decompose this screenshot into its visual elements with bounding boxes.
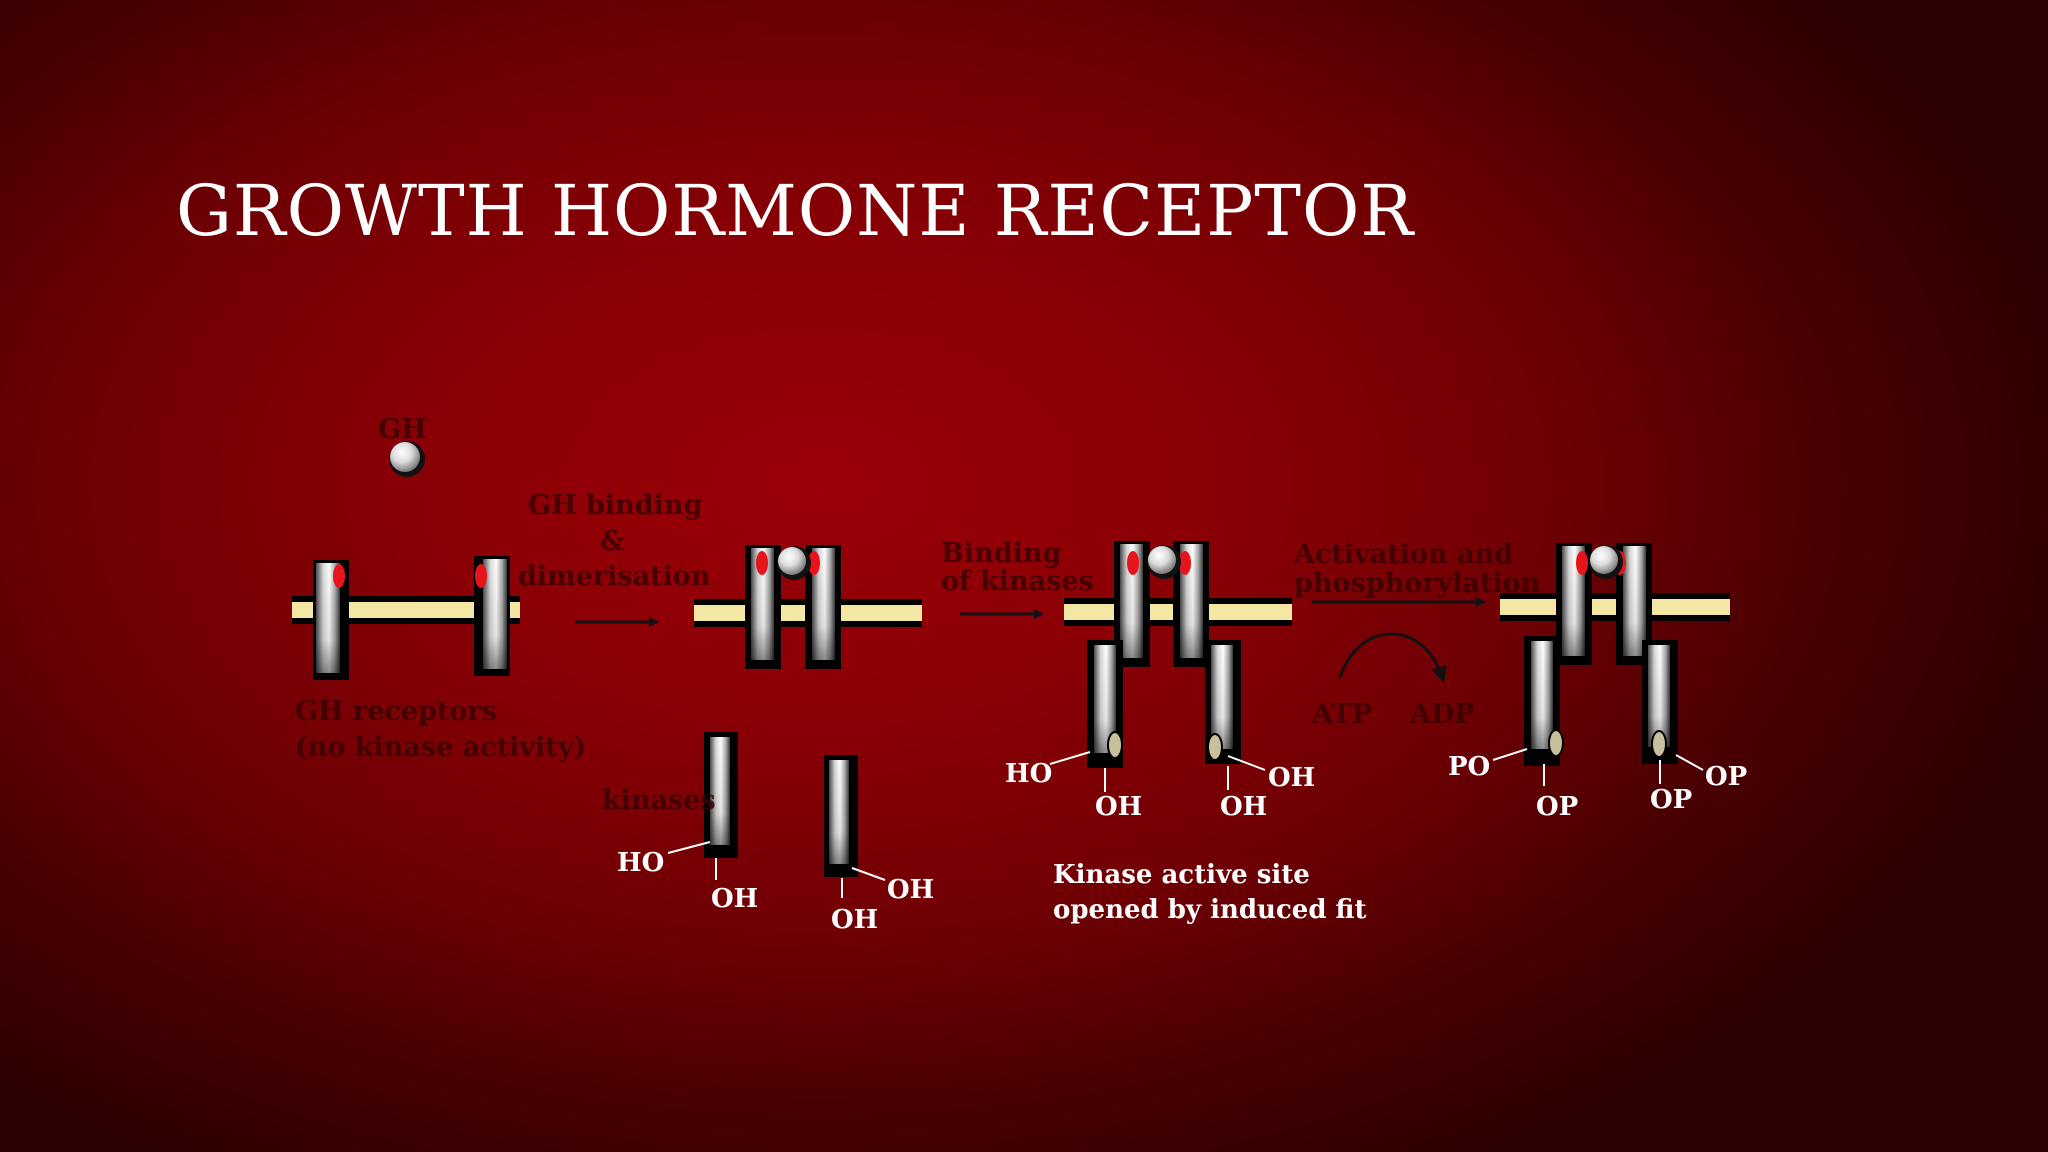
free-kinases: kinases HO OH OH OH (602, 732, 934, 935)
gh-label: GH (378, 414, 427, 445)
stage-4: PO OP OP OP (1448, 543, 1747, 822)
step2-label-line1: Binding (941, 538, 1061, 569)
stage-3: HO OH OH OH Kinase active site opened by… (1005, 541, 1366, 925)
bound-kinase-1-ho: HO (1005, 759, 1052, 789)
kinases-label: kinases (602, 785, 716, 816)
kinase-2-oh-right: OH (887, 875, 934, 905)
induced-fit-label-line1: Kinase active site (1053, 860, 1310, 890)
phospho-kinase-1-op: OP (1536, 792, 1578, 822)
step1-label-line2: & (600, 526, 624, 557)
phospho-kinase-2-op-right: OP (1705, 762, 1747, 792)
step1-label-line3: dimerisation (518, 561, 711, 592)
stage-2 (694, 545, 922, 669)
bound-kinase-2-oh-right: OH (1268, 763, 1315, 793)
step2-label-line2: of kinases (941, 566, 1094, 597)
phospho-kinase-1-po: PO (1448, 752, 1490, 782)
phospho-kinase-2-op-bottom: OP (1650, 785, 1692, 815)
receptor-marker (475, 564, 487, 588)
receptors-label-line1: GH receptors (295, 696, 497, 727)
step-2: Binding of kinases (941, 538, 1094, 619)
bound-kinase-2-oh-bottom: OH (1220, 792, 1267, 822)
receptors-label-line2: (no kinase activity) (295, 732, 586, 763)
kinase-2-oh-bottom: OH (831, 905, 878, 935)
step3-label-line1: Activation and (1293, 539, 1513, 570)
membrane-4 (1500, 593, 1730, 621)
step-1: GH binding & dimerisation (518, 490, 711, 627)
slide-title: GROWTH HORMONE RECEPTOR (176, 170, 1415, 252)
step3-label-line2: phosphorylation (1294, 568, 1541, 599)
step-3: Activation and phosphorylation ATP ADP (1293, 539, 1541, 730)
kinase-1-ho: HO (617, 848, 664, 878)
gh-hormone-ball (390, 442, 420, 472)
kinase-1-oh: OH (711, 884, 758, 914)
induced-fit-label-line2: opened by induced fit (1053, 895, 1366, 925)
adp-label: ADP (1409, 699, 1475, 730)
atp-label: ATP (1311, 699, 1372, 730)
bound-kinase-1-oh: OH (1095, 792, 1142, 822)
receptor-left (313, 560, 349, 680)
receptor-right (474, 556, 510, 676)
receptor-marker (333, 564, 345, 588)
gh-bound-ball (778, 547, 806, 575)
atp-adp-arrow (1338, 632, 1448, 683)
stage-1: GH GH receptors (no kinase activity) (292, 414, 586, 763)
step1-label-line1: GH binding (528, 490, 703, 521)
